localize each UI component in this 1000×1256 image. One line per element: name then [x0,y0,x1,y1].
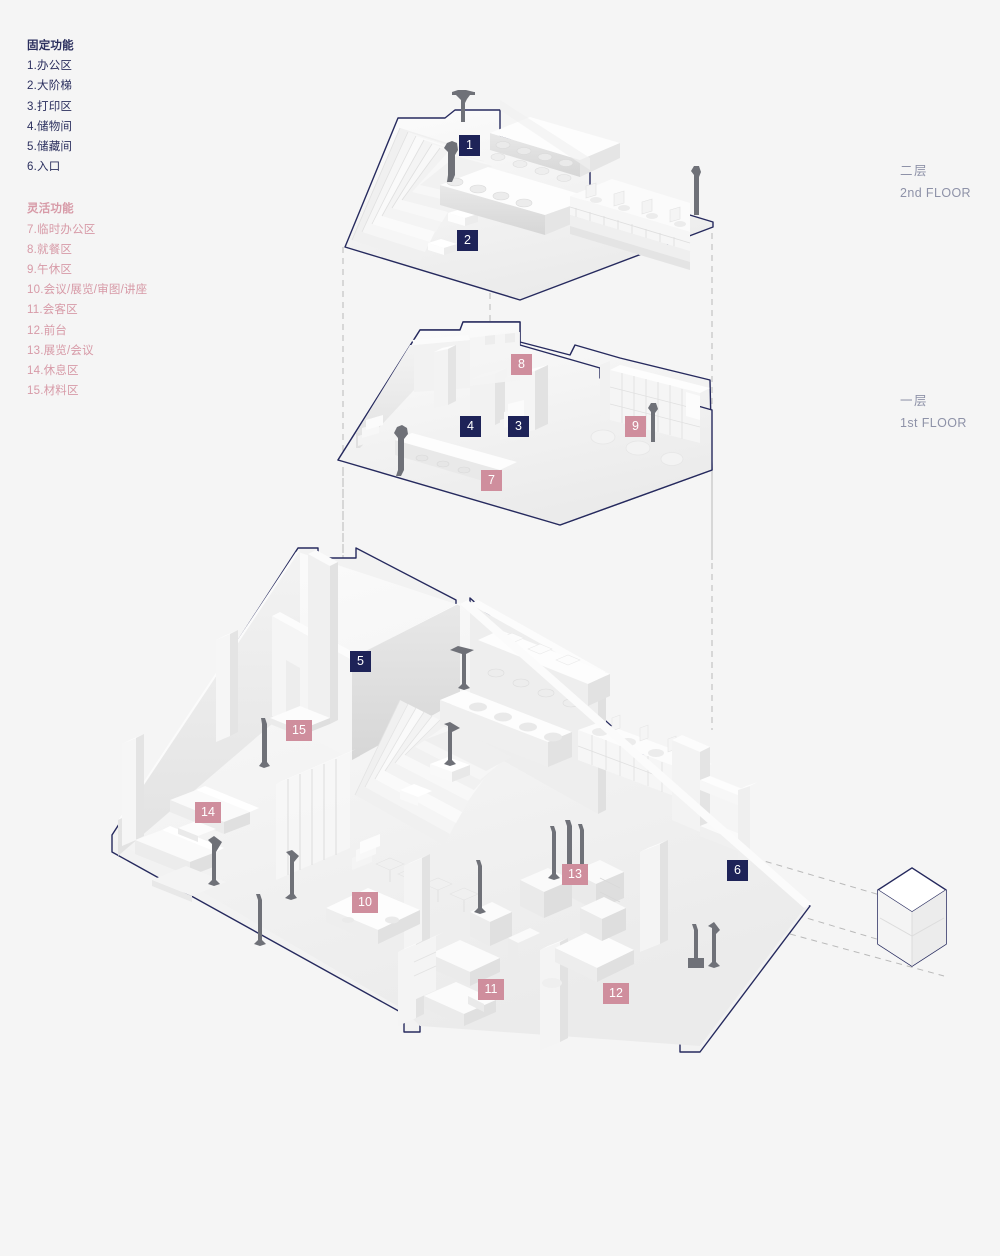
marker-6[interactable]: 6 [727,860,748,881]
floor-2-model [344,90,714,301]
marker-9[interactable]: 9 [625,416,646,437]
marker-10[interactable]: 10 [352,892,378,913]
marker-2[interactable]: 2 [457,230,478,251]
pilasters-left [122,630,238,846]
legend-item-15: 15.材料区 [27,385,79,398]
legend-item-10: 10.会议/展览/审图/讲座 [27,284,148,297]
marker-label-6: 6 [734,863,741,878]
legend-item-6: 6.入口 [27,161,61,174]
legend-group-fixed: 固定功能 1.办公区 2.大阶梯 3.打印区 4.储物间 5.储藏间 6.入口 [27,36,247,177]
marker-label-15: 15 [292,723,306,738]
marker-label-10: 10 [358,895,372,910]
legend-heading-fixed: 固定功能 [27,40,74,52]
legend-item-14: 14.休息区 [27,365,79,378]
lounge-14 [135,786,259,902]
marker-label-2: 2 [464,233,471,248]
marker-label-4: 4 [467,419,474,434]
marker-label-8: 8 [518,357,525,372]
marker-label-9: 9 [632,419,639,434]
marker-4[interactable]: 4 [460,416,481,437]
figure-group-2f [444,90,701,215]
legend-heading-flexible: 灵活功能 [27,203,74,216]
marker-3[interactable]: 3 [508,416,529,437]
legend-item-2: 2.大阶梯 [27,80,73,93]
marker-label-13: 13 [568,867,582,882]
grand-staircase-2f [351,127,492,262]
floor-caption-2nd-en: 2nd FLOOR [900,186,971,200]
legend-item-13: 13.展览/会议 [27,344,94,357]
legend-item-3: 3.打印区 [27,100,73,113]
floor-caption-1st-cn: 一层 [900,394,929,408]
marker-7[interactable]: 7 [481,470,502,491]
floor-caption-1st: 一层 1st FLOOR [900,390,967,434]
legend-item-4: 4.储物间 [27,120,73,133]
lounge-11 [413,932,504,1026]
marker-label-3: 3 [515,419,522,434]
wall-back-right [460,600,812,908]
floor-caption-2nd: 二层 2nd FLOOR [900,160,971,204]
legend-item-11: 11.会客区 [27,304,78,317]
marker-label-14: 14 [201,805,215,820]
unit-cube-detail [877,867,947,967]
floor-caption-1st-en: 1st FLOOR [900,416,967,430]
notched-partition-1f [470,332,520,386]
marker-15[interactable]: 15 [286,720,312,741]
shelving-2f [569,179,691,270]
legend-item-1: 1.办公区 [27,60,73,73]
marker-1[interactable]: 1 [459,135,480,156]
marker-5[interactable]: 5 [350,651,371,672]
glass-partition [276,749,356,880]
legend-item-7: 7.临时办公区 [27,223,96,236]
marker-label-11: 11 [484,982,498,997]
legend-panel: 固定功能 1.办公区 2.大阶梯 3.打印区 4.储物间 5.储藏间 6.入口 … [27,36,247,401]
wall-central [308,550,338,724]
floor-caption-2nd-cn: 二层 [900,164,929,178]
floor-ground-model [111,547,812,1053]
stair-corner-1f [358,415,383,446]
legend-group-flexible: 灵活功能 7.临时办公区 8.就餐区 9.午休区 10.会议/展览/审图/讲座 … [27,199,247,401]
marker-11[interactable]: 11 [478,979,504,1000]
office-desks-2f [440,167,593,235]
wall-back-left [118,550,300,856]
floor-1-model [337,321,713,526]
wall-diagonal-right [352,602,462,760]
counter-island [440,690,572,767]
marker-12[interactable]: 12 [603,983,629,1004]
marker-14[interactable]: 14 [195,802,221,823]
legend-item-12: 12.前台 [27,324,67,337]
legend-item-9: 9.午休区 [27,264,73,277]
marker-8[interactable]: 8 [511,354,532,375]
dining-bar-1f [395,433,517,486]
marker-label-5: 5 [357,654,364,669]
reception-12 [508,928,634,988]
storage-boxes-mid [470,860,626,946]
marker-13[interactable]: 13 [562,864,588,885]
figure-group-ground [208,646,720,968]
marker-label-12: 12 [609,986,623,1001]
marker-label-1: 1 [466,138,473,153]
legend-item-8: 8.就餐区 [27,243,73,256]
marker-label-7: 7 [488,473,495,488]
legend-item-5: 5.储藏间 [27,141,73,154]
figure-group-1f [394,403,658,476]
